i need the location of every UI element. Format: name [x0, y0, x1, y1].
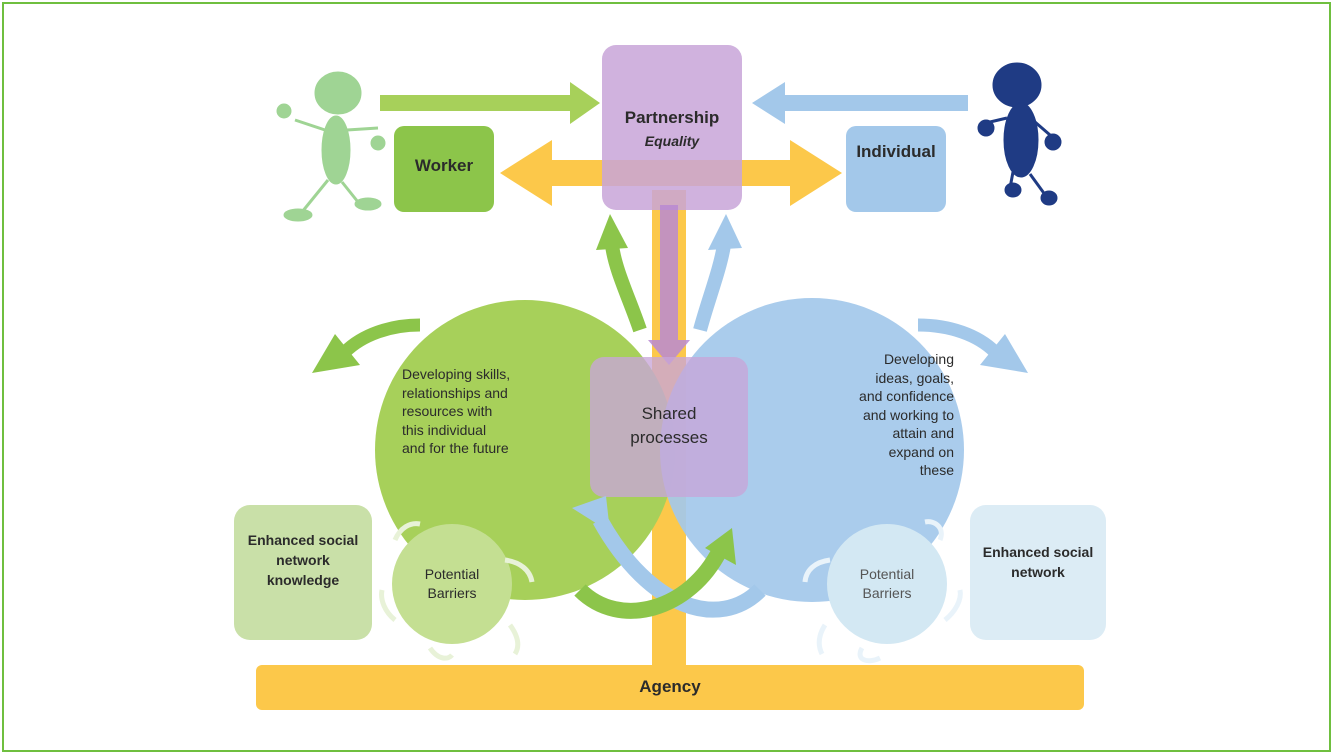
worker-outward-arrowhead [312, 334, 360, 373]
left-barriers-label: Potential Barriers [424, 566, 480, 601]
blue-cross-arrow [593, 516, 766, 618]
individual-box [846, 126, 946, 212]
green-cross-arrowhead [705, 528, 736, 565]
worker-box [394, 126, 494, 212]
left-network-box [234, 505, 372, 640]
worker-outward-arrow [340, 318, 421, 357]
individual-figure-icon [977, 62, 1062, 206]
worker-to-partnership-arrow [380, 82, 600, 124]
worker-description: Developing skills, relationships and res… [402, 366, 511, 456]
agency-bar [256, 665, 1084, 710]
individual-feedback-arrowhead [708, 214, 742, 250]
individual-outward-arrowhead [980, 334, 1028, 373]
partnership-box [602, 45, 742, 210]
individual-to-partnership-arrow [752, 82, 968, 124]
shared-processes-label: Shared processes [630, 404, 708, 447]
right-barriers-circle [827, 524, 947, 644]
individual-description: Developing ideas, goals, and confidence … [859, 351, 954, 478]
blue-cross-arrowhead [572, 496, 610, 532]
worker-feedback-arrow [605, 243, 647, 333]
worker-feedback-arrowhead [596, 214, 628, 250]
shared-processes-box [590, 357, 748, 497]
individual-label: Individual [856, 142, 936, 161]
individual-outward-arrow [917, 318, 1000, 357]
right-barrier-arrows [802, 519, 963, 664]
agency-label: Agency [639, 677, 701, 696]
individual-feedback-arrow [693, 243, 731, 332]
partnership-to-shared-arrow [648, 205, 690, 365]
worker-figure-icon [276, 71, 386, 222]
left-barriers-circle [392, 524, 512, 644]
left-barrier-arrows [379, 521, 535, 661]
right-barriers-label: Potential Barriers [859, 566, 915, 601]
partnership-title: Partnership [624, 108, 720, 127]
right-network-label: Enhanced social network [982, 544, 1094, 580]
right-network-box [970, 505, 1106, 640]
left-network-label: Enhanced social network knowledge [247, 532, 359, 588]
green-cross-arrow [574, 546, 728, 619]
worker-label: Worker [414, 156, 474, 175]
partnership-subtitle: Equality [644, 133, 700, 149]
